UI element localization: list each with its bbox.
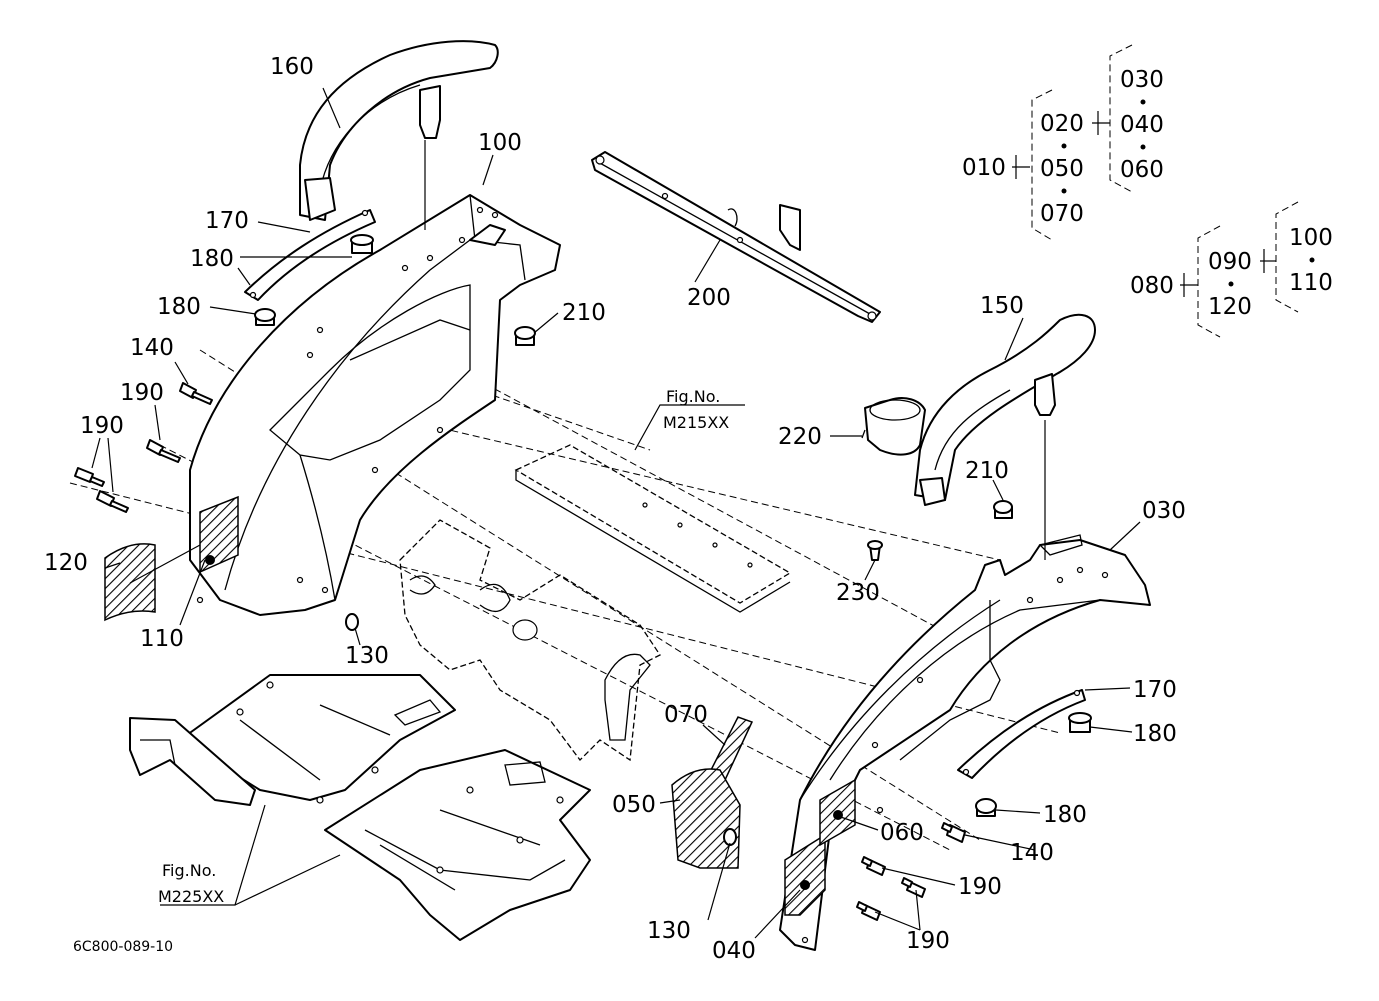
cup-holder: [861, 397, 926, 456]
callout-190: 190: [906, 928, 950, 954]
fig-ref-lower-code: M225XX: [158, 887, 224, 906]
tree-mid-020: 020: [1040, 111, 1084, 137]
callout-130: 130: [647, 918, 691, 944]
callout-050: 050: [612, 792, 656, 818]
fig-ref-lower-label: Fig.No.: [162, 861, 216, 880]
callout-130: 130: [345, 643, 389, 669]
callout-190: 190: [958, 874, 1002, 900]
bolt-190-right-c: [856, 901, 881, 921]
ring-130-right: [723, 828, 737, 846]
nut-180-right-upper: [1068, 712, 1092, 733]
callout-040: 040: [712, 938, 756, 964]
center-channel-frame: [514, 444, 792, 613]
callout-210: 210: [965, 458, 1009, 484]
left-bracket: [244, 209, 376, 301]
callout-180: 180: [190, 246, 234, 272]
right-grip: [914, 313, 1096, 506]
right-fasteners: [723, 500, 1092, 921]
right-bracket: [957, 689, 1086, 779]
tree-sub-060: 060: [1120, 157, 1164, 183]
callout-170: 170: [205, 208, 249, 234]
tree-mid-050: 050: [1040, 156, 1084, 182]
callout-200: 200: [687, 285, 731, 311]
callout-150: 150: [980, 293, 1024, 319]
tree-root-010: 010: [962, 155, 1006, 181]
callout-120: 120: [44, 550, 88, 576]
right-fender: [779, 534, 1151, 951]
callout-140: 140: [130, 335, 174, 361]
cross-bar: [591, 151, 881, 323]
callout-220: 220: [778, 424, 822, 450]
bolt-140-left: [179, 382, 213, 405]
fig-ref-upper-code: M215XX: [663, 413, 729, 432]
bolt-190-a: [146, 439, 181, 463]
fig-ref-lower: Fig.No. M225XX: [158, 861, 224, 906]
nut-180-upper: [350, 234, 374, 254]
callout-190: 190: [120, 380, 164, 406]
fig-ref-upper-label: Fig.No.: [666, 387, 720, 406]
callout-180: 180: [1043, 802, 1087, 828]
ring-130-left: [345, 613, 359, 631]
callout-180: 180: [157, 294, 201, 320]
right-step-plate-060: [819, 778, 856, 847]
tree-mid-090: 090: [1208, 249, 1252, 275]
callout-100: 100: [478, 130, 522, 156]
tree-sub-040: 040: [1120, 112, 1164, 138]
bolt-190-right-b: [901, 877, 926, 898]
tree-root-080: 080: [1130, 273, 1174, 299]
floor-plate-left: [129, 674, 456, 806]
bolt-190-c: [96, 490, 129, 513]
callout-labels: 160 100 170 180 180 210 140 190 190 120 …: [44, 54, 1186, 964]
callout-210: 210: [562, 300, 606, 326]
callout-110: 110: [140, 626, 184, 652]
nut-210-right: [993, 500, 1013, 519]
callout-140: 140: [1010, 840, 1054, 866]
left-plate-120: [104, 543, 156, 622]
tree-sub-030: 030: [1120, 67, 1164, 93]
bolt-190-b: [74, 467, 105, 487]
left-grip: [299, 40, 499, 221]
assembly-tree-010: 010 020 050 070 030 040 060: [962, 44, 1164, 241]
bolt-190-right-a: [861, 856, 886, 876]
left-fasteners: [74, 234, 536, 631]
tree-sub-110: 110: [1289, 270, 1333, 296]
callout-030: 030: [1142, 498, 1186, 524]
tree-sub-100: 100: [1289, 225, 1333, 251]
clip-230: [867, 540, 883, 561]
left-fender: [189, 194, 561, 616]
callout-190: 190: [80, 413, 124, 439]
callout-170: 170: [1133, 677, 1177, 703]
callout-230: 230: [836, 580, 880, 606]
callout-160: 160: [270, 54, 314, 80]
assembly-tree-080: 080 090 120 100 110: [1130, 201, 1333, 338]
callout-070: 070: [664, 702, 708, 728]
floor-plate-right: [324, 749, 591, 941]
leader-lines: [91, 87, 1141, 939]
tree-mid-120: 120: [1208, 294, 1252, 320]
drawing-code: 6C800-089-10: [73, 939, 173, 955]
nut-180-lower: [254, 308, 276, 326]
callout-060: 060: [880, 820, 924, 846]
tree-mid-070: 070: [1040, 201, 1084, 227]
plate-050: [671, 768, 741, 869]
bolt-140-right: [941, 822, 966, 843]
center-dash-panel: [399, 519, 661, 762]
callout-180: 180: [1133, 721, 1177, 747]
nut-180-right-lower: [975, 798, 997, 817]
left-step-plate: [199, 495, 239, 574]
nut-210-left: [514, 326, 536, 346]
fig-ref-upper: Fig.No. M215XX: [663, 387, 729, 432]
